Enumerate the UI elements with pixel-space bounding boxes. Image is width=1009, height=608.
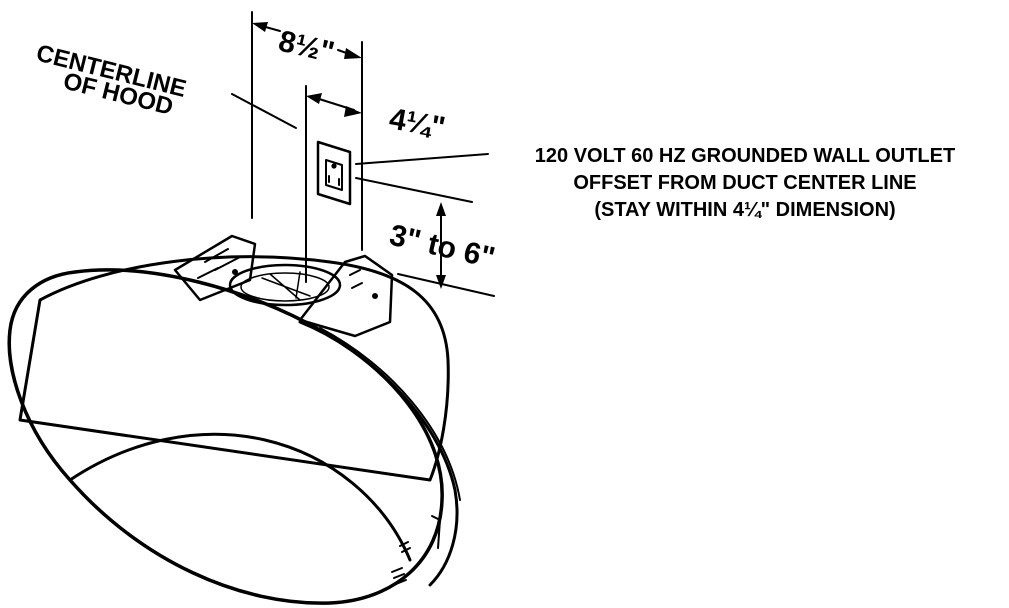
- dimension-half-width-label: 4¼": [387, 102, 448, 144]
- duct-collar: [228, 263, 342, 307]
- hood-rear-shell: [18, 255, 450, 482]
- diagram-labels: CENTERLINE OF HOOD 8½" 4¼" 3" to 6" 120 …: [34, 25, 956, 275]
- dimension-width-label: 8½": [275, 25, 337, 70]
- range-hood-illustration: [7, 234, 461, 605]
- outlet-note-line1: 120 VOLT 60 HZ GROUNDED WALL OUTLET: [535, 145, 955, 167]
- outlet-note-line3: (STAY WITHIN 4¼" DIMENSION): [594, 199, 895, 221]
- dimension-lines: [231, 11, 495, 297]
- control-slots: [391, 515, 441, 585]
- wall-outlet: [316, 140, 352, 206]
- dimension-height-label: 3" to 6": [386, 219, 497, 275]
- outlet-note-line2: OFFSET FROM DUCT CENTER LINE: [573, 172, 916, 194]
- hood-canopy: [7, 268, 461, 605]
